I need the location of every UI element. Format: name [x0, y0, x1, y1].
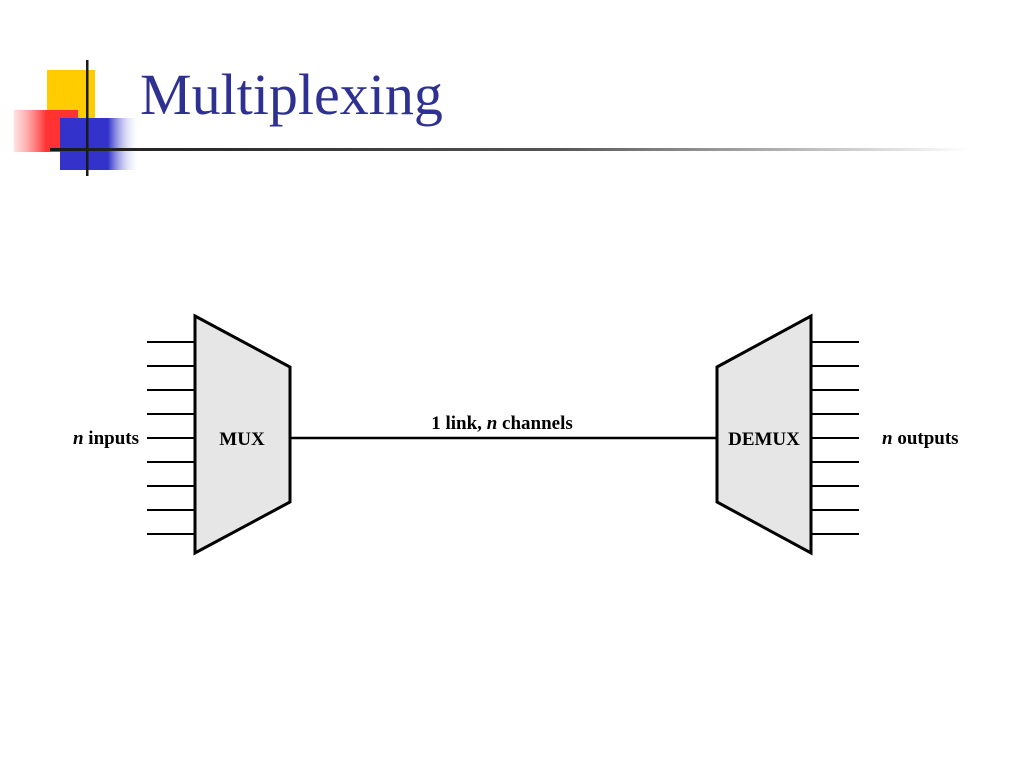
logo-vertical-line: [86, 60, 89, 176]
mux-block: [193, 313, 292, 556]
demux-block: [715, 313, 813, 556]
inputs-label: n inputs: [73, 428, 139, 449]
input-lines: [147, 341, 196, 535]
inputs-label-text: inputs: [84, 428, 139, 449]
demux-label: DEMUX: [728, 429, 800, 450]
page-title: Multiplexing: [140, 62, 443, 127]
link-label-suffix: channels: [497, 413, 573, 434]
logo-blue-square: [60, 118, 140, 170]
slide-logo: [14, 60, 140, 176]
output-lines: [811, 341, 859, 535]
link-label-prefix: 1 link,: [431, 413, 486, 434]
link-label: 1 link, n channels: [431, 413, 573, 434]
mux-label: MUX: [219, 429, 265, 450]
outputs-label-text: outputs: [893, 428, 959, 449]
title-underline: [50, 148, 970, 151]
link-label-n: n: [487, 413, 498, 434]
outputs-label-n: n: [882, 428, 893, 449]
outputs-label: n outputs: [882, 428, 959, 449]
inputs-label-n: n: [73, 428, 84, 449]
